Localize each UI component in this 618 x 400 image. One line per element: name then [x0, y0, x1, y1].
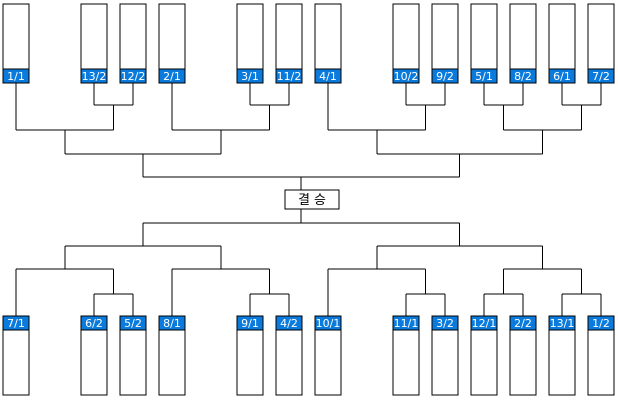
slot-label: 3/1	[241, 70, 259, 83]
slot-label-bg	[587, 68, 615, 84]
slot-label: 3/2	[436, 317, 454, 330]
bottom_row-slot: 10/1	[314, 315, 342, 396]
top_row-slot: 6/1	[548, 3, 576, 84]
slot-label: 4/1	[319, 70, 337, 83]
bottom_row-slot: 13/1	[548, 315, 576, 396]
bottom_row-slot: 9/1	[236, 315, 264, 396]
slot-label-bg	[158, 315, 186, 331]
slot-label: 7/2	[592, 70, 610, 83]
slot-label-bg	[314, 315, 342, 331]
bottom_row-slot: 1/2	[587, 315, 615, 396]
slot-label-bg	[314, 68, 342, 84]
slot-label: 7/1	[7, 317, 25, 330]
slot-label: 1/2	[592, 317, 610, 330]
final-node: 결 승	[284, 189, 340, 210]
slot-label-bg	[509, 315, 537, 331]
bracket-lines	[15, 83, 602, 316]
slot-label: 8/2	[514, 70, 532, 83]
top_row-slot: 2/1	[158, 3, 186, 84]
bottom_row-slot: 7/1	[2, 315, 30, 396]
final-box	[284, 189, 340, 210]
slot-label: 6/2	[85, 317, 103, 330]
slot-label: 11/1	[394, 317, 419, 330]
bottom_row-slot: 5/2	[119, 315, 147, 396]
top_row-slot: 8/2	[509, 3, 537, 84]
slot-label: 8/1	[163, 317, 181, 330]
slot-label-bg	[470, 315, 498, 331]
slot-label-bg	[2, 315, 30, 331]
bottom_row-slot: 12/1	[470, 315, 498, 396]
final-label: 결 승	[298, 193, 326, 208]
slot-label: 11/2	[277, 70, 302, 83]
top_row-slot: 9/2	[431, 3, 459, 84]
slot-label-bg	[275, 68, 303, 84]
slot-label: 4/2	[280, 317, 298, 330]
slot-label-bg	[392, 68, 420, 84]
slot-label-bg	[548, 68, 576, 84]
top_row-slot: 12/2	[119, 3, 147, 84]
slot-label: 5/1	[475, 70, 493, 83]
slot-label: 10/1	[316, 317, 341, 330]
slot-label: 13/1	[550, 317, 575, 330]
slot-label: 5/2	[124, 317, 142, 330]
slot-label: 9/1	[241, 317, 259, 330]
slot-label-bg	[392, 315, 420, 331]
top_row-slot: 13/2	[80, 3, 108, 84]
top_row-slot: 4/1	[314, 3, 342, 84]
team-slots: 1/1 13/2 12/2 2/1 3/1 11/2 4/1 10/2 9/2 5/1 8/2 6/1…	[2, 3, 615, 396]
top_row-slot: 10/2	[392, 3, 420, 84]
slot-label: 9/2	[436, 70, 454, 83]
slot-label: 2/2	[514, 317, 532, 330]
top_row-slot: 11/2	[275, 3, 303, 84]
slot-label: 1/1	[7, 70, 25, 83]
slot-label-bg	[2, 68, 30, 84]
bottom_row-slot: 8/1	[158, 315, 186, 396]
slot-label-bg	[431, 68, 459, 84]
top_row-slot: 1/1	[2, 3, 30, 84]
bottom_row-slot: 2/2	[509, 315, 537, 396]
slot-label-bg	[470, 68, 498, 84]
slot-label: 6/1	[553, 70, 571, 83]
top_row-slot: 5/1	[470, 3, 498, 84]
top_row-slot: 7/2	[587, 3, 615, 84]
slot-label-bg	[587, 315, 615, 331]
slot-label-bg	[431, 315, 459, 331]
slot-label-bg	[509, 68, 537, 84]
slot-label: 10/2	[394, 70, 419, 83]
slot-label-bg	[80, 68, 108, 84]
bottom_row-slot: 6/2	[80, 315, 108, 396]
top_row-slot: 3/1	[236, 3, 264, 84]
slot-label-bg	[80, 315, 108, 331]
bottom_row-slot: 11/1	[392, 315, 420, 396]
slot-label-bg	[119, 315, 147, 331]
bottom_row-slot: 4/2	[275, 315, 303, 396]
slot-label-bg	[236, 315, 264, 331]
bottom_row-slot: 3/2	[431, 315, 459, 396]
slot-label-bg	[548, 315, 576, 331]
slot-label: 13/2	[82, 70, 107, 83]
slot-label: 12/2	[121, 70, 146, 83]
slot-label-bg	[119, 68, 147, 84]
slot-label-bg	[275, 315, 303, 331]
slot-label-bg	[236, 68, 264, 84]
slot-label: 12/1	[472, 317, 497, 330]
slot-label-bg	[158, 68, 186, 84]
slot-label: 2/1	[163, 70, 181, 83]
